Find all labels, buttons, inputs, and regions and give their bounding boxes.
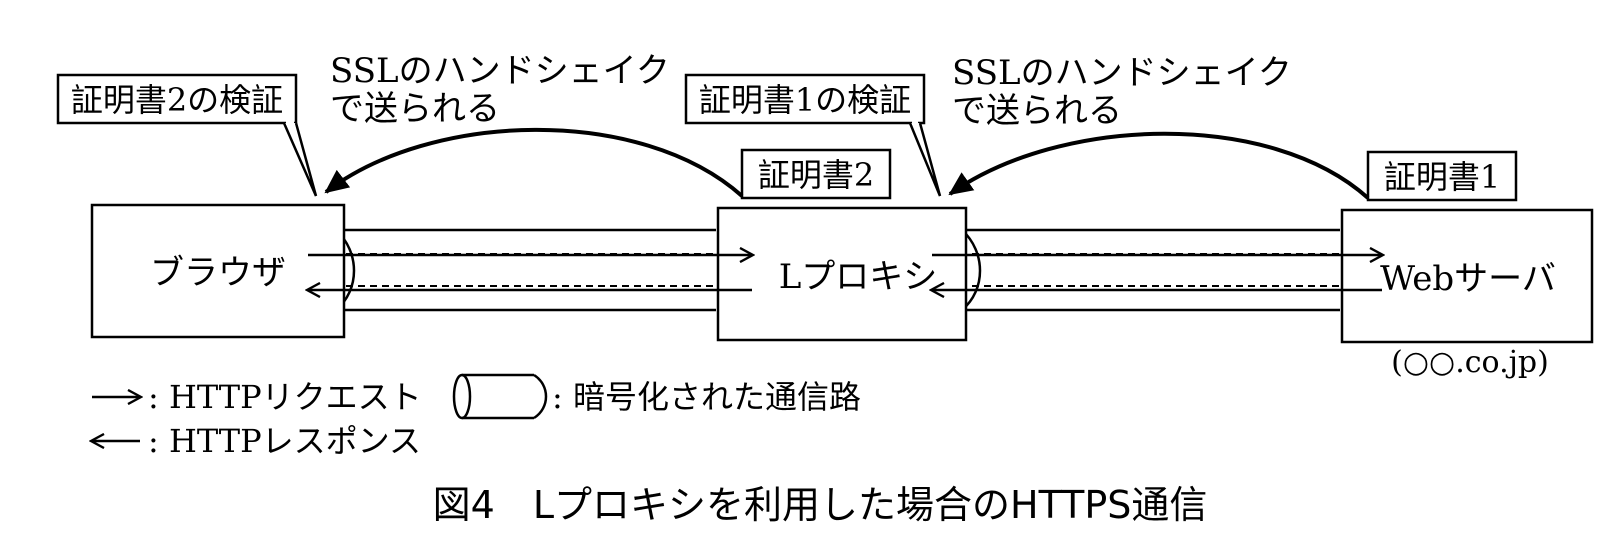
encrypted-channel-left xyxy=(335,228,716,312)
legend-response-label: : HTTPレスポンス xyxy=(148,422,421,460)
ssl-handshake-arrow-left xyxy=(324,127,744,198)
figure-caption: 図4 Lプロキシを利用した場合のHTTPS通信 xyxy=(433,483,1208,527)
legend-request-label: : HTTPリクエスト xyxy=(148,378,422,416)
proxy-label: Lプロキシ xyxy=(779,257,938,297)
cert1-label: 証明書1 xyxy=(1384,158,1500,196)
cert2-label: 証明書2 xyxy=(758,156,874,194)
verify-cert1-label: 証明書1の検証 xyxy=(699,81,911,119)
ssl-left-text-line1: SSLのハンドシェイク xyxy=(330,51,670,91)
proxy-box xyxy=(716,206,968,342)
encrypted-channel-right xyxy=(961,228,1340,312)
cert2-box xyxy=(740,148,892,200)
legend-channel-label: : 暗号化された通信路 xyxy=(552,378,861,416)
server-domain: (○○.co.jp) xyxy=(1391,345,1549,380)
browser-box xyxy=(90,203,346,339)
callout-verify-cert1: 証明書1の検証 xyxy=(684,73,942,197)
legend: : HTTPリクエスト : HTTPレスポンス : 暗号化された通信路 xyxy=(92,373,861,460)
ssl-right-text-line1: SSLのハンドシェイク xyxy=(952,53,1292,93)
browser-label: ブラウザ xyxy=(150,253,286,293)
server-label: Webサーバ xyxy=(1380,259,1556,299)
legend-channel-icon xyxy=(452,373,548,420)
server-box xyxy=(1340,208,1594,344)
callout-verify-cert2: 証明書2の検証 xyxy=(56,73,318,197)
ssl-left-text-line2: で送られる xyxy=(330,89,500,129)
cert1-box xyxy=(1366,150,1518,202)
ssl-right-text-line2: で送られる xyxy=(952,91,1122,131)
ssl-handshake-arrow-right xyxy=(948,131,1370,200)
verify-cert2-label: 証明書2の検証 xyxy=(71,81,283,119)
